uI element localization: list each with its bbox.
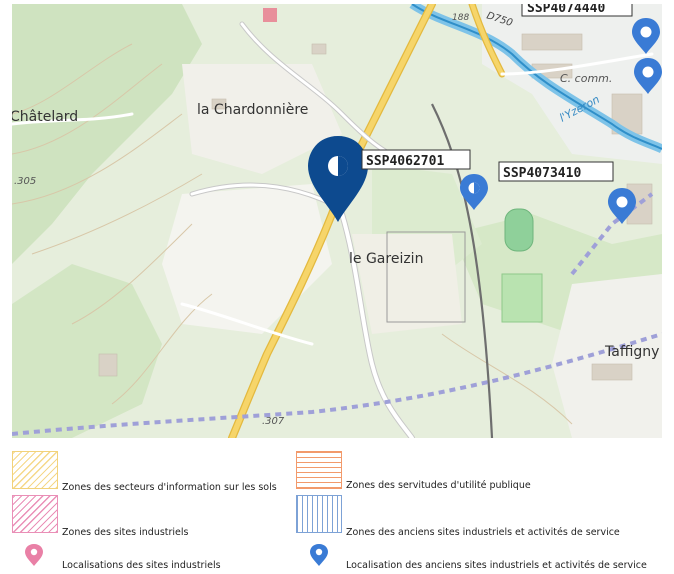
place-label-chardonniere: la Chardonnière xyxy=(197,102,308,118)
legend-label: Zones des sites industriels xyxy=(62,527,189,538)
urban-area xyxy=(162,184,332,334)
sports-field xyxy=(501,273,543,323)
legend-label: Zones des secteurs d'information sur les… xyxy=(62,482,277,493)
urban-area xyxy=(182,64,342,174)
contour-lines xyxy=(12,43,573,425)
map-legend: Zones des secteurs d'information sur les… xyxy=(0,442,674,574)
buildings xyxy=(98,33,653,381)
blue-pin-icon xyxy=(310,544,328,566)
legend-swatch-orange-hatch xyxy=(296,451,342,489)
pink-pin-icon xyxy=(25,544,43,566)
zone-outline xyxy=(386,231,466,323)
urban-area xyxy=(552,274,662,438)
legend-swatch-blue-hatch xyxy=(296,495,342,533)
svg-text:SSP4073410: SSP4073410 xyxy=(503,166,581,181)
site-code-label[interactable]: SSP4074440 xyxy=(521,4,633,17)
urban-area xyxy=(352,234,462,334)
blue-pin-icon[interactable] xyxy=(634,58,662,94)
place-label-chatelard: Châtelard xyxy=(12,109,78,125)
place-label-gareizin: le Gareizin xyxy=(349,251,423,267)
place-label-c-comm: C. comm. xyxy=(560,72,612,85)
elevation-label: 188 xyxy=(452,13,469,23)
stadium xyxy=(504,208,534,252)
legend-swatch-pink-hatch xyxy=(12,495,58,533)
industrial-building xyxy=(263,8,277,22)
river-centerline xyxy=(411,4,662,150)
legend-label: Zones des anciens sites industriels et a… xyxy=(346,527,620,538)
forest-area xyxy=(12,264,162,438)
legend-swatch-yellow-hatch xyxy=(12,451,58,489)
site-code-label[interactable]: SSP4062701 xyxy=(361,149,471,170)
map-canvas: Châtelard la Chardonnière le Gareizin Ta… xyxy=(12,4,662,438)
legend-label: Localisation des anciens sites industrie… xyxy=(346,560,647,571)
legend-label: Zones des servitudes d'utilité publique xyxy=(346,480,531,491)
boundary-line xyxy=(12,332,662,436)
legend-label: Localisations des sites industriels xyxy=(62,560,221,571)
svg-text:SSP4074440: SSP4074440 xyxy=(527,4,605,16)
svg-text:SSP4062701: SSP4062701 xyxy=(366,154,444,169)
blue-pin-icon[interactable] xyxy=(608,188,636,224)
elevation-label: .307 xyxy=(262,416,285,427)
elevation-label: .305 xyxy=(14,176,36,187)
blue-pin-icon[interactable] xyxy=(632,18,660,54)
place-label-taffigny: Taffigny xyxy=(604,344,659,360)
blue-pin-icon[interactable] xyxy=(460,174,488,210)
map-marker-icon[interactable] xyxy=(308,136,368,222)
roads xyxy=(12,4,654,438)
railway xyxy=(431,103,494,438)
map-view[interactable]: Châtelard la Chardonnière le Gareizin Ta… xyxy=(12,4,662,438)
forest-area xyxy=(12,4,202,264)
site-code-label[interactable]: SSP4073410 xyxy=(498,161,614,182)
